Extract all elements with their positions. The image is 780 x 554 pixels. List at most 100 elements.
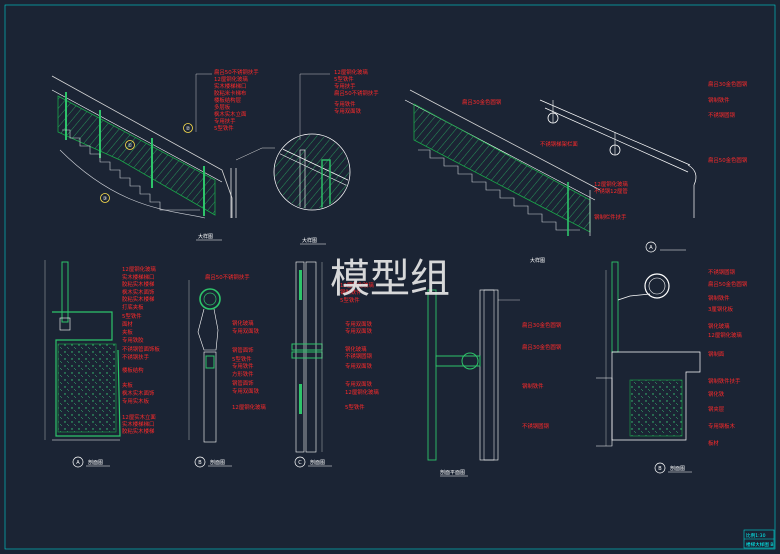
- label: 楼板结构: [122, 366, 144, 374]
- label: 专用扶手: [214, 117, 236, 125]
- detail-callout: A: [76, 460, 80, 466]
- label: 钢管面饰: [232, 379, 254, 387]
- label: 5型铁件: [214, 124, 234, 132]
- label: 专用双面铁: [345, 320, 373, 328]
- label: 胶粘实木楼梯: [122, 295, 155, 303]
- label: 专用双面铁: [232, 387, 260, 395]
- label: 专用铁件: [232, 362, 254, 370]
- label: 专用双面铁: [345, 327, 373, 335]
- label: 扁吕50不锈钢扶手: [334, 89, 379, 97]
- label: 不锈钢圆钢: [708, 268, 735, 276]
- view-caption: 剖面图: [210, 459, 225, 466]
- view-caption: 大样图: [530, 257, 545, 264]
- view-caption: 剖面图: [88, 459, 103, 466]
- title-block-scale: 比例1:30: [746, 532, 766, 539]
- label: 专用双面铁: [232, 327, 260, 335]
- label: 不锈钢12厘管: [594, 187, 628, 195]
- label: 枫木实木面饰: [122, 389, 155, 397]
- label: 12厘钢化玻璃: [122, 265, 156, 273]
- label: 面材: [122, 320, 133, 328]
- label: 5型铁件: [345, 403, 365, 411]
- label: 胶粘实木楼梯: [122, 427, 155, 435]
- detail-callout: C: [298, 460, 302, 466]
- label: 3厘钢化板: [708, 305, 734, 313]
- label: 钢制铁件: [340, 288, 362, 296]
- detail-a: 12厘钢化玻璃 实木楼梯梯口 胶粘实木楼梯 枫木实木面饰 胶粘实木楼梯 打底夹板…: [44, 260, 160, 468]
- label: 钢管面饰: [232, 346, 254, 354]
- label: 钢制铁件: [708, 294, 730, 302]
- view-caption: 大样图: [302, 237, 317, 244]
- label: 不锈钢管面饰板: [122, 345, 160, 353]
- label: 钢制铁件: [522, 382, 544, 390]
- label: 钢化玻璃: [708, 322, 730, 330]
- label: 12厘钢化玻璃: [345, 388, 379, 396]
- detail-callout: B: [658, 466, 662, 472]
- label: 不锈钢圆钢: [708, 111, 735, 119]
- label: 专用铁件: [334, 100, 356, 108]
- label: 钢制栏件扶手: [594, 213, 627, 221]
- label: 专用双面铁: [345, 380, 373, 388]
- watermark-text: 模型组: [330, 256, 450, 302]
- title-block-name: 楼梯大样图 B: [746, 541, 774, 548]
- label: 专用双面铁: [334, 107, 362, 115]
- view-caption: 剖面图: [310, 459, 325, 466]
- label: 12厘钢化玻璃: [708, 331, 742, 339]
- callout-1: ①: [128, 143, 133, 149]
- view-caption: 剖面图: [670, 465, 685, 472]
- label: 12厘钢化玻璃: [214, 75, 248, 83]
- label: 枫木实木立面: [214, 110, 247, 118]
- label: 不锈钢扶手: [122, 353, 150, 361]
- detail-c: 12厘钢化玻璃 钢制铁件 5型铁件 专用双面铁 专用双面铁 钢化玻璃 不锈钢圆钢…: [291, 261, 379, 468]
- label: 打底夹板: [122, 303, 144, 311]
- view-caption: 大样图: [198, 233, 213, 240]
- label: 扁吕50金色圆钢: [708, 280, 747, 288]
- label: 钢化玻璃: [232, 319, 254, 327]
- label: 扁吕50不锈钢扶手: [205, 273, 250, 281]
- label: 专用双面铁: [345, 362, 373, 370]
- detail-e: 不锈钢圆钢 扁吕50金色圆钢 钢制铁件 3厘钢化板 钢化玻璃 12厘钢化玻璃 钢…: [596, 261, 747, 474]
- label: 扁吕30金色圆钢: [708, 80, 747, 88]
- label: 枫木实木面饰: [122, 288, 155, 296]
- label: 实木楼梯梯口: [122, 420, 154, 428]
- detail-b: 扁吕50不锈钢扶手 钢化玻璃 专用双面铁 钢管面饰 5型铁件 专用铁件 方形铁件…: [188, 273, 266, 468]
- label: 扁吕50金色圆钢: [708, 156, 747, 164]
- label: 板材: [708, 439, 719, 447]
- view-top-mid: 12厘钢化玻璃 5型铁件 专用扶手 扁吕50不锈钢扶手 专用铁件 专用双面铁 大…: [235, 68, 379, 245]
- label: 12厘钢化玻璃: [334, 68, 368, 76]
- label: 5型铁件: [340, 296, 360, 304]
- detail-d: 扁吕30金色圆钢 扁吕30金色圆钢 钢制铁件 不锈钢圆钢 剖面平面图: [427, 289, 561, 477]
- label: 钢夹层: [708, 405, 725, 413]
- label: 12厘钢化玻璃: [232, 403, 266, 411]
- label: 12厘实木立面: [122, 413, 156, 421]
- detail-callout: A: [649, 245, 653, 251]
- title-block: 比例1:30 楼梯大样图 B: [743, 529, 775, 549]
- callout-2: ②: [186, 126, 191, 132]
- view-top-left: ① ② ③ 扁吕50不锈钢扶手 12厘钢化玻璃 实木楼梯梯口 胶粘米卡梯布 楼板…: [51, 68, 259, 241]
- detail-callout: B: [198, 460, 202, 466]
- label: 胶粘米卡梯布: [214, 89, 247, 97]
- label: 5型铁件: [232, 355, 252, 363]
- label: 5型铁件: [122, 312, 142, 320]
- label: 不锈钢梯架栏面: [540, 140, 578, 148]
- label: 专用实木板: [122, 397, 150, 405]
- label: 夹板: [122, 328, 133, 336]
- label: 钢制铁件: [708, 96, 730, 104]
- label: 扁吕30金色圆钢: [522, 343, 561, 351]
- label: 钢制铁件扶手: [708, 377, 741, 385]
- label: 扁吕30金色圆钢: [522, 321, 561, 329]
- label: 钢制面: [708, 350, 725, 358]
- view-caption: 剖面平面图: [440, 469, 465, 476]
- label: 专用扶手: [334, 82, 356, 90]
- label: 夹板: [122, 381, 133, 389]
- label: 5型铁件: [334, 75, 354, 83]
- label: 扁吕30金色圆钢: [462, 98, 501, 106]
- label: 胶粘实木楼梯: [122, 280, 155, 288]
- label: 实木楼梯梯口: [122, 273, 154, 281]
- sheet-border: [4, 4, 776, 550]
- label: 不锈钢圆钢: [345, 352, 372, 360]
- view-top-right: 扁吕30金色圆钢 不锈钢梯架栏面 12厘钢化玻璃 不锈钢12厘管 钢制栏件扶手 …: [404, 80, 747, 264]
- label: 不锈钢圆钢: [522, 422, 549, 430]
- label: 钢化玻璃: [345, 345, 367, 353]
- detail-a-labels: 12厘钢化玻璃 实木楼梯梯口 胶粘实木楼梯 枫木实木面饰 胶粘实木楼梯 打底夹板…: [122, 265, 160, 435]
